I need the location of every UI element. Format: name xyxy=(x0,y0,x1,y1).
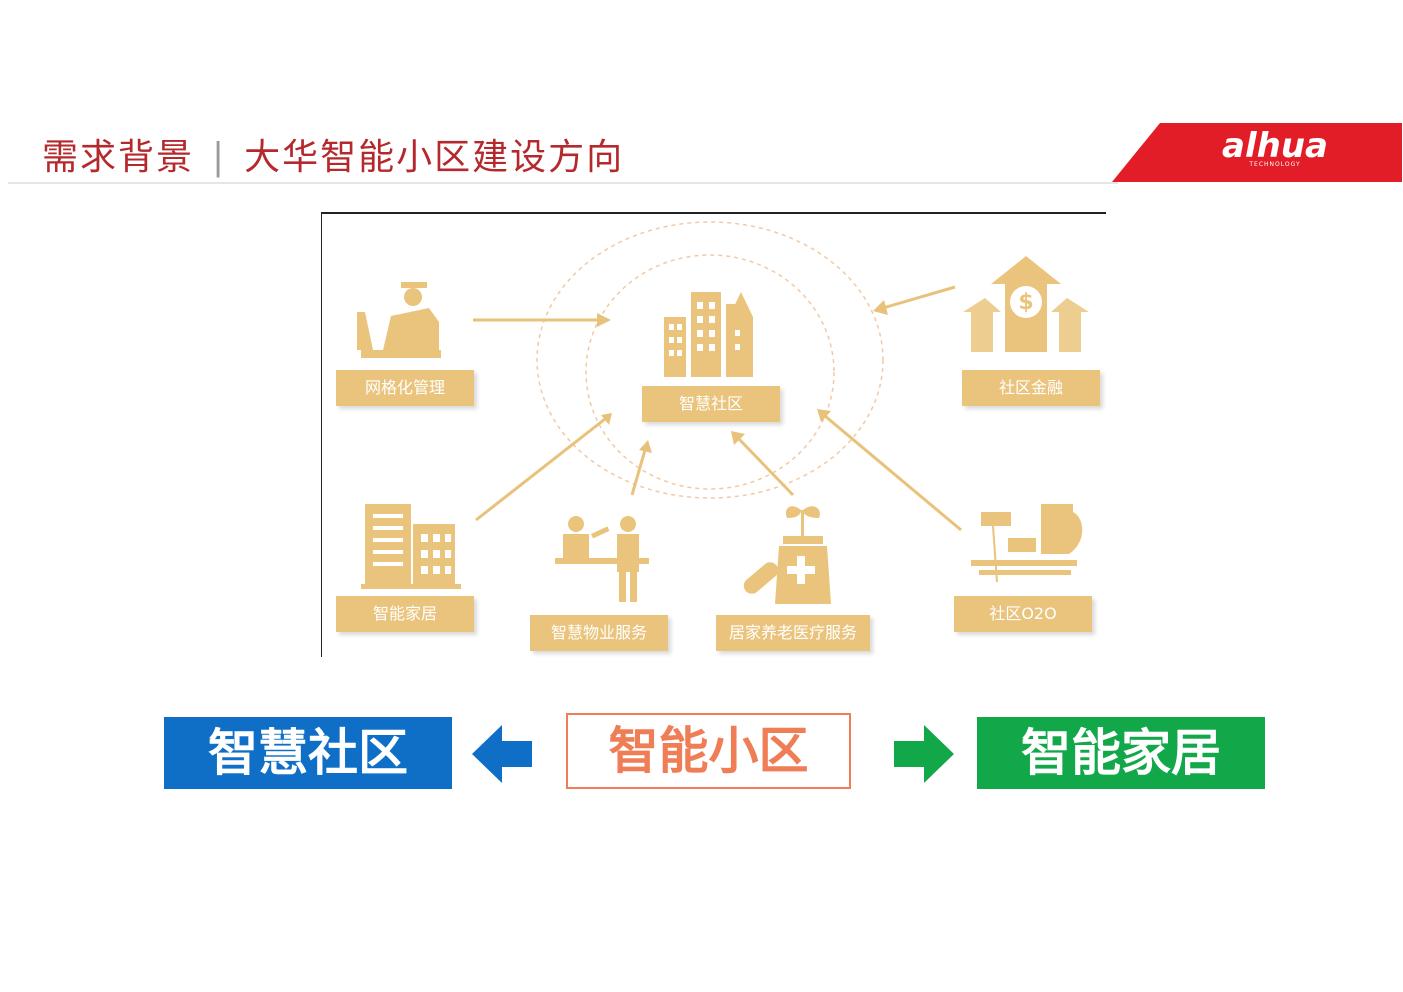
label-smart-home: 智能家居 xyxy=(336,596,474,632)
logo-wordmark: alhua xyxy=(1222,126,1328,166)
header-rule xyxy=(8,182,1118,184)
right-arrow-icon xyxy=(894,725,954,783)
title-separator: | xyxy=(212,137,227,178)
medical-care-icon xyxy=(743,506,831,604)
smart-home-box: 智能家居 xyxy=(977,717,1265,789)
label-community-o2o: 社区O2O xyxy=(954,596,1092,632)
smart-home-building-icon xyxy=(361,504,461,589)
arrow-o2o xyxy=(824,414,962,532)
dahua-logo xyxy=(1112,123,1402,182)
label-community-finance: 社区金融 xyxy=(962,370,1100,406)
label-center-community: 智慧社区 xyxy=(642,386,780,422)
title-section: 需求背景 xyxy=(42,137,195,178)
svg-text:$: $ xyxy=(1018,290,1033,315)
arrow-property-service xyxy=(630,449,647,496)
page-title: 需求背景 | 大华智能小区建设方向 xyxy=(42,128,624,180)
diagram-frame-left xyxy=(321,212,322,657)
logo-subtitle: TECHNOLOGY xyxy=(1249,161,1301,168)
label-grid-management: 网格化管理 xyxy=(336,370,474,406)
label-property-service: 智慧物业服务 xyxy=(530,615,668,651)
property-service-icon xyxy=(555,516,649,602)
o2o-commerce-icon xyxy=(971,504,1083,583)
security-guard-icon xyxy=(357,282,441,358)
arrow-community-finance xyxy=(882,285,956,310)
money-house-icon: $ xyxy=(963,256,1089,352)
connector-arrows xyxy=(473,285,962,532)
inner-dashed-ring xyxy=(585,254,835,490)
smart-community-diagram: $ xyxy=(357,221,1089,604)
city-buildings-icon xyxy=(664,292,753,377)
smart-residential-box: 智能小区 xyxy=(566,713,851,789)
diagram-frame-top xyxy=(321,212,1106,214)
arrow-smart-home xyxy=(475,417,606,522)
label-elderly-care: 居家养老医疗服务 xyxy=(716,615,870,651)
left-arrow-icon xyxy=(472,725,532,783)
title-topic: 大华智能小区建设方向 xyxy=(244,137,625,178)
smart-community-box: 智慧社区 xyxy=(164,717,452,789)
arrow-elderly-care xyxy=(737,437,795,497)
outer-dashed-ring xyxy=(536,221,884,499)
